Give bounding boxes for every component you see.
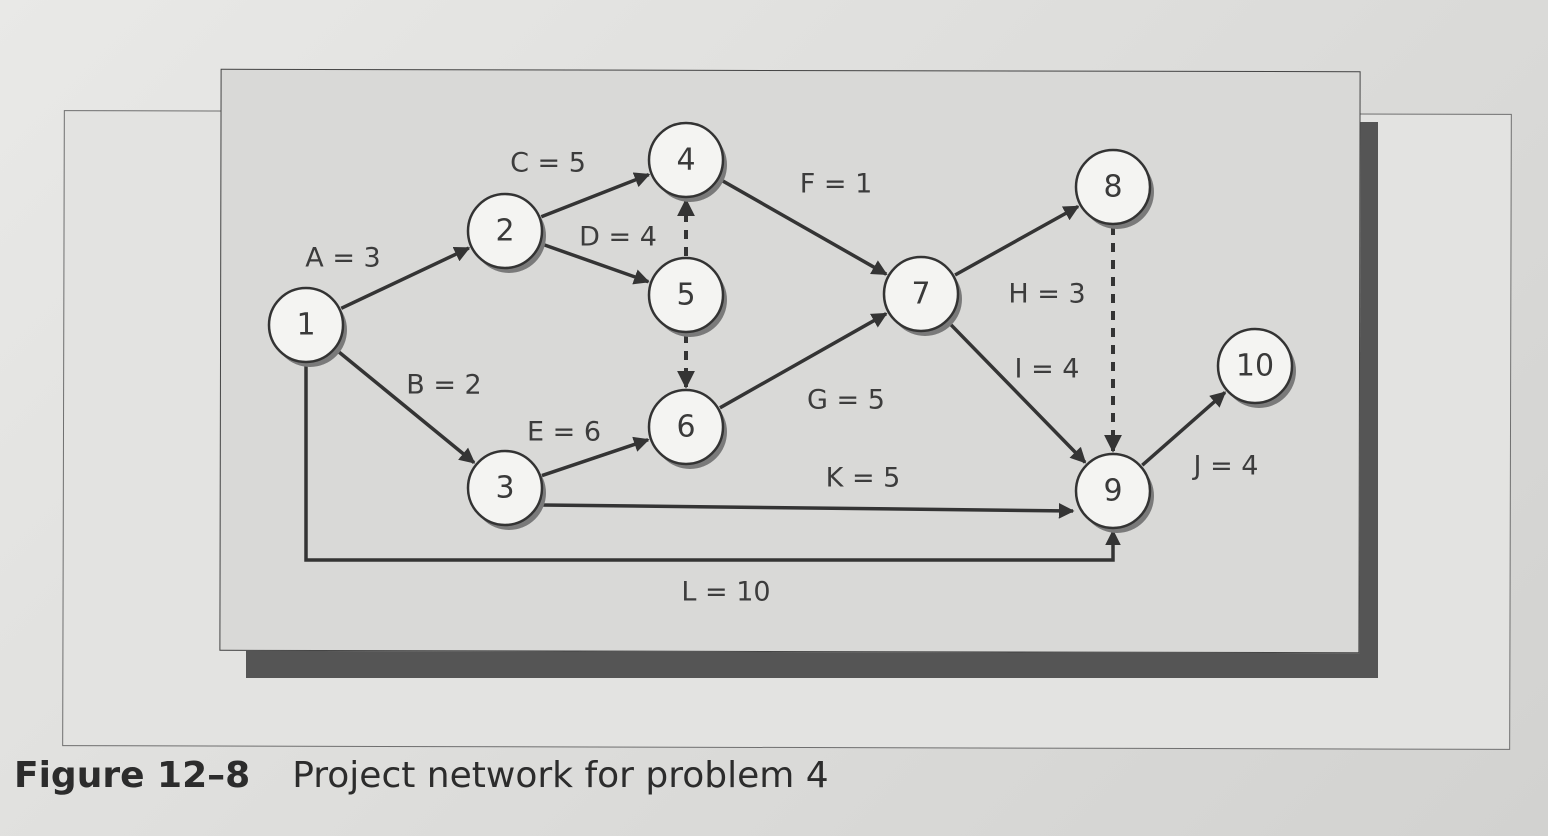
activity-arrow-1-3 (335, 348, 476, 465)
node-4: 4 (647, 121, 727, 202)
node-7: 7 (882, 255, 962, 336)
edge-labels-layer: A = 3 B = 2 C = 5 D = 4 E = 6 F = 1 G = 5 H = 3… (305, 148, 1258, 608)
edge-label-3-9: K = 5 (826, 463, 901, 494)
node-circle (466, 449, 544, 527)
figure-caption: Figure 12–8 Project network for problem 4 (14, 755, 829, 796)
edges-layer (304, 172, 1227, 562)
node-circle (267, 286, 345, 364)
node-circle (647, 256, 725, 334)
node-5: 5 (647, 256, 727, 337)
activity-arrow-9-10 (1141, 391, 1227, 467)
node-label: 4 (676, 143, 695, 178)
node-circle (1074, 452, 1152, 530)
node-9: 9 (1074, 452, 1154, 533)
node-label: 2 (495, 214, 514, 249)
activity-arrow-6-7 (719, 312, 888, 410)
node-circle (1216, 327, 1294, 405)
node-label: 10 (1236, 349, 1274, 384)
node-2: 2 (466, 192, 546, 273)
edge-label-7-8: H = 3 (1008, 279, 1085, 310)
edge-label-4-7: F = 1 (800, 169, 873, 200)
activity-arrow-2-5 (541, 242, 650, 285)
activity-arrow-1-9 (304, 362, 1121, 562)
node-circle (1074, 148, 1152, 226)
node-8: 8 (1074, 148, 1154, 229)
activity-arrow-2-4 (540, 172, 651, 219)
node-circle (882, 255, 960, 333)
node-3: 3 (466, 449, 546, 530)
edge-label-6-7: G = 5 (807, 385, 885, 416)
nodes-layer: 1 2 3 4 5 6 7 8 9 10 (267, 121, 1296, 533)
edge-label-2-5: D = 4 (579, 222, 657, 253)
activity-arrow-1-2 (340, 246, 471, 310)
edge-label-9-10: J = 4 (1192, 451, 1259, 482)
node-label: 7 (911, 277, 930, 312)
node-6: 6 (647, 388, 727, 469)
figure-number: Figure 12–8 (14, 755, 251, 796)
edge-label-3-6: E = 6 (527, 417, 601, 448)
figure-title: Project network for problem 4 (292, 755, 829, 796)
activity-arrow-4-7 (719, 177, 888, 276)
node-label: 1 (296, 308, 315, 343)
node-circle (647, 121, 725, 199)
node-1: 1 (267, 286, 347, 367)
node-10: 10 (1216, 327, 1296, 408)
node-label: 6 (676, 410, 695, 445)
edge-label-1-3: B = 2 (406, 370, 482, 401)
activity-arrow-7-9 (946, 320, 1087, 464)
node-label: 9 (1103, 474, 1122, 509)
edge-label-1-9: L = 10 (681, 577, 770, 608)
edge-label-2-4: C = 5 (510, 148, 586, 179)
node-label: 8 (1103, 170, 1122, 205)
activity-arrow-3-6 (541, 436, 650, 478)
activity-arrow-3-9 (541, 502, 1075, 519)
node-label: 5 (676, 278, 695, 313)
activity-arrow-7-8 (954, 204, 1080, 277)
node-circle (647, 388, 725, 466)
node-circle (466, 192, 544, 270)
node-label: 3 (495, 471, 514, 506)
edge-label-7-9: I = 4 (1015, 354, 1080, 385)
edge-label-1-2: A = 3 (305, 243, 380, 274)
